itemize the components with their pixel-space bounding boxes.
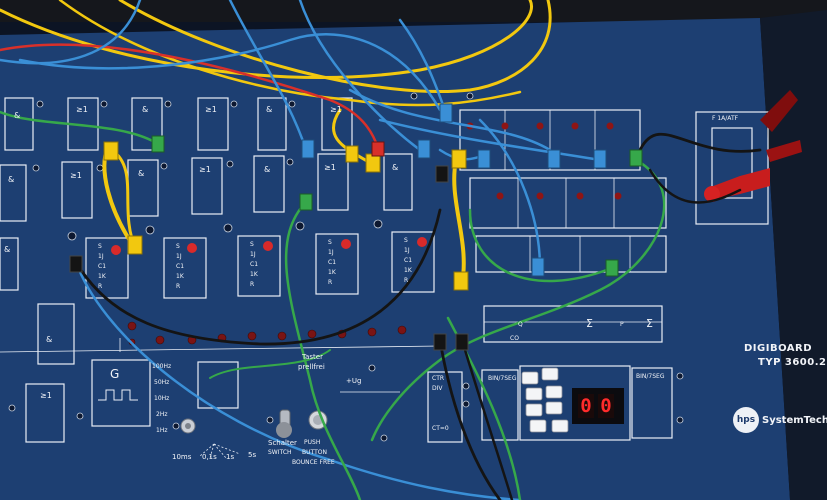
bounce-free-label: BOUNCE FREE: [292, 459, 335, 466]
gate-label-and: &: [142, 105, 149, 114]
gate-label-and: &: [392, 163, 399, 172]
counter-ct0: CT=0: [432, 425, 449, 432]
ff-pin-c1: C1: [250, 261, 259, 268]
relay-label: F 1A/ATF: [712, 115, 739, 122]
register-sigma-2: Σ: [646, 317, 653, 330]
hps-logo-icon: hps: [733, 407, 759, 433]
panel-edge: [760, 10, 827, 500]
gate-blocks: [0, 97, 769, 443]
time-10ms: 10ms: [172, 453, 192, 461]
ff-pin-1k: 1K: [250, 271, 258, 278]
decoder-label-left: BIN/7SEG: [488, 375, 517, 382]
ff-pin-1j: 1J: [98, 253, 104, 260]
register-q: Q: [518, 321, 523, 328]
board-name: DIGIBOARD: [744, 343, 813, 354]
maker-name: SystemTechn: [762, 415, 827, 426]
ff-pin-s: S: [98, 243, 102, 250]
push-label: PUSH: [304, 439, 321, 446]
ff-pin-1k: 1K: [328, 269, 336, 276]
freq-50hz: 50Hz: [154, 379, 170, 386]
gate-label-and: &: [46, 335, 53, 344]
register-co: CO: [510, 335, 519, 342]
plug-connectors: [69, 103, 643, 351]
ff-pin-s: S: [404, 237, 408, 244]
button-label: BUTTON: [302, 449, 327, 456]
gate-label-or: ≥1: [324, 163, 336, 172]
freq-10hz: 10Hz: [154, 395, 170, 402]
gate-label-and: &: [138, 169, 145, 178]
board-model: TYP 3600.2: [758, 357, 827, 368]
ff-pin-1j: 1J: [404, 247, 410, 254]
ff-pin-r: R: [404, 277, 409, 284]
gate-label-or: ≥1: [330, 105, 342, 114]
ff-pin-c1: C1: [176, 263, 185, 270]
time-selector-lines: [199, 443, 241, 459]
switch-label-de: Schalter: [268, 439, 297, 447]
gate-label-and: &: [4, 245, 11, 254]
wires: [0, 0, 762, 500]
ff-pin-r: R: [328, 279, 333, 286]
ff-pin-c1: C1: [404, 257, 413, 264]
digit-ones: 0: [598, 394, 614, 418]
ff-pin-1j: 1J: [328, 249, 334, 256]
time-1s: 1s: [226, 453, 235, 461]
top-frame: [0, 0, 827, 22]
ff-pin-r: R: [98, 283, 103, 290]
taster-label: Taster: [302, 353, 323, 361]
plus-ug-label: +Ug: [346, 377, 362, 385]
ff-pin-c1: C1: [328, 259, 337, 266]
counter-div: DIV: [432, 385, 443, 392]
ff-pin-1k: 1K: [176, 273, 184, 280]
socket-holes: [8, 92, 684, 442]
counter-ctr: CTR: [432, 375, 445, 382]
register-sigma: Σ: [586, 317, 593, 330]
switch-label-en: SWITCH: [268, 449, 292, 456]
ff-leds: [111, 237, 427, 255]
ff-pin-r: R: [250, 281, 255, 288]
ff-pin-c1: C1: [98, 263, 107, 270]
ff-pin-r: R: [176, 283, 181, 290]
register-p: P: [620, 321, 624, 328]
freq-100hz: 100Hz: [152, 363, 172, 370]
ff-pin-1j: 1J: [250, 251, 256, 258]
output-leds-row: [127, 321, 407, 346]
gate-label-and: &: [8, 175, 15, 184]
gate-label-or: ≥1: [205, 105, 217, 114]
ff-pin-1k: 1K: [404, 267, 412, 274]
clock-waveform: [98, 389, 138, 401]
gate-label-or: ≥1: [199, 165, 211, 174]
ff-pin-s: S: [176, 243, 180, 250]
gate-label-or: ≥1: [40, 391, 52, 400]
time-5s: 5s: [248, 451, 257, 459]
prellfrei-label: prellfrei: [298, 363, 325, 371]
gate-label-or: ≥1: [70, 171, 82, 180]
register-grid-lines: [0, 110, 662, 393]
gate-label-and: &: [266, 105, 273, 114]
digit-tens: 0: [578, 394, 594, 418]
freq-2hz: 2Hz: [156, 411, 168, 418]
gate-label-and: &: [264, 165, 271, 174]
relay-plugs: [704, 90, 802, 202]
freq-1hz: 1Hz: [156, 427, 168, 434]
ff-pin-1j: 1J: [176, 253, 182, 260]
seven-segment-display: 0 0: [578, 394, 614, 418]
gate-label-or: ≥1: [76, 105, 88, 114]
time-01s: 0,1s: [202, 453, 217, 461]
ff-pin-1k: 1K: [98, 273, 106, 280]
decoder-label-right: BIN/7SEG: [636, 373, 665, 380]
dip-switches: [521, 367, 569, 433]
gate-label-and: &: [14, 111, 21, 120]
ff-pin-s: S: [328, 239, 332, 246]
clock-label: G: [110, 367, 120, 381]
ff-pin-s: S: [250, 241, 254, 248]
